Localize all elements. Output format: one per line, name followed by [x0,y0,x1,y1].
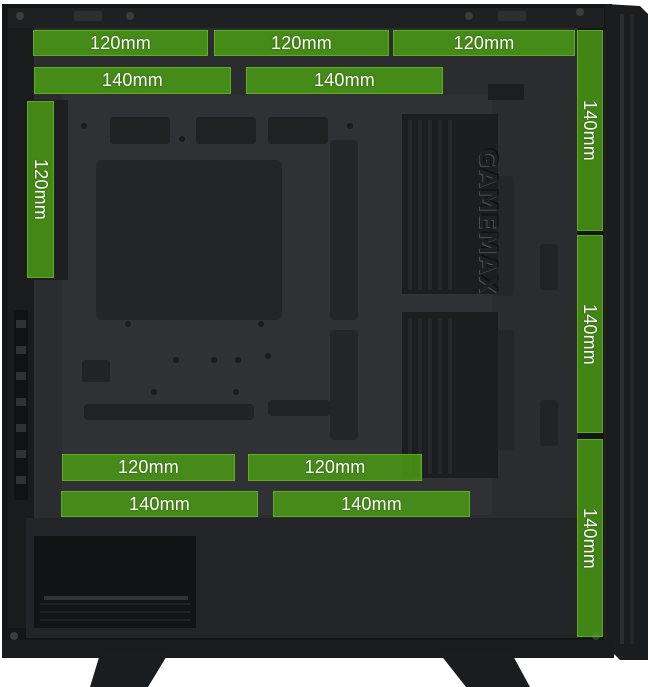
front-fan-mount-2: 140mm [577,235,603,433]
front-fan-mount-3-label: 140mm [580,507,601,569]
bottom-fan-mount-120-1: 120mm [62,454,235,481]
front-fan-mount-1: 140mm [577,30,603,231]
top-fan-mount-3: 120mm [393,30,575,56]
brand-logo: GAMEMAX [474,148,502,295]
bottom-fan-mount-140-2: 140mm [273,491,470,517]
bottom-fan-mount-120-1-label: 120mm [117,457,180,477]
top-inner-fan-mount-1-label: 140mm [101,70,164,90]
top-fan-mount-3-label: 120mm [453,32,515,53]
front-fan-mount-1-label: 140mm [580,99,601,162]
top-inner-fan-mount-2-label: 140mm [313,70,376,90]
top-fan-mount-2: 120mm [214,30,389,56]
rear-fan-mount-label: 120mm [31,158,51,221]
front-fan-mount-3: 140mm [577,439,603,637]
top-fan-mount-1: 120mm [33,30,208,56]
top-fan-mount-2-label: 120mm [270,32,333,53]
bottom-fan-mount-120-2: 120mm [248,454,422,481]
top-fan-mount-1-label: 120mm [89,32,152,53]
top-inner-fan-mount-1: 140mm [34,67,231,94]
front-fan-mount-2-label: 140mm [580,303,601,365]
top-inner-fan-mount-2: 140mm [246,67,443,94]
rear-fan-mount: 120mm [27,101,54,278]
bottom-fan-mount-140-1-label: 140mm [128,493,191,514]
bottom-fan-mount-140-1: 140mm [61,491,258,517]
bottom-fan-mount-120-2-label: 120mm [304,457,366,477]
bottom-fan-mount-140-2-label: 140mm [340,493,403,514]
